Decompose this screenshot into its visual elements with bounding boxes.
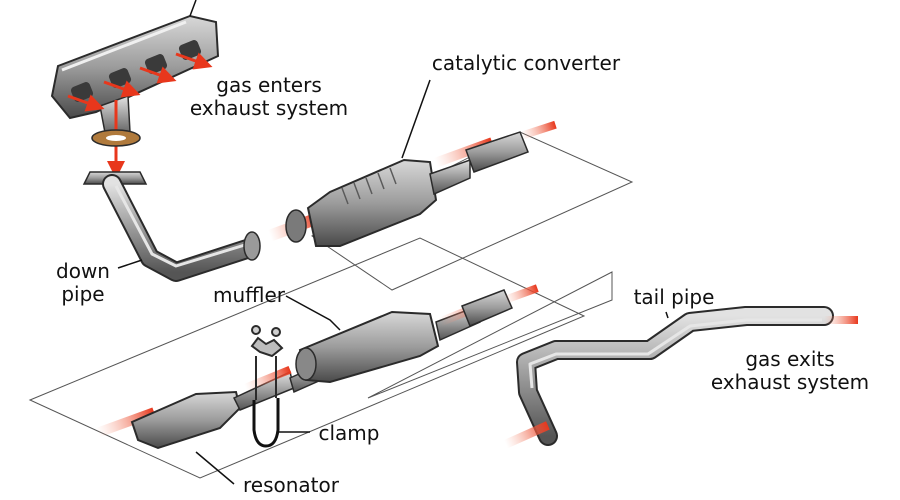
hanger-bracket-icon: [250, 325, 284, 400]
label-tail-pipe: tail pipe: [633, 285, 715, 309]
label-muffler: muffler: [212, 283, 286, 307]
tail-pipe-part: [504, 306, 858, 449]
label-resonator: resonator: [243, 473, 339, 497]
label-down-pipe: down pipe: [56, 259, 110, 306]
down-pipe: [82, 171, 261, 282]
leader-lines: [117, 79, 669, 485]
resonator-part: [95, 366, 295, 450]
label-catalytic-converter: catalytic converter: [431, 51, 621, 75]
label-gas-enters: gas enters exhaust system: [189, 73, 349, 120]
muffler-part: [289, 284, 539, 394]
u-bolt-clamp-icon: [252, 398, 310, 448]
label-clamp: clamp: [318, 421, 380, 445]
label-gas-exits: gas exits exhaust system: [710, 347, 870, 394]
catalytic-converter: [268, 120, 557, 247]
